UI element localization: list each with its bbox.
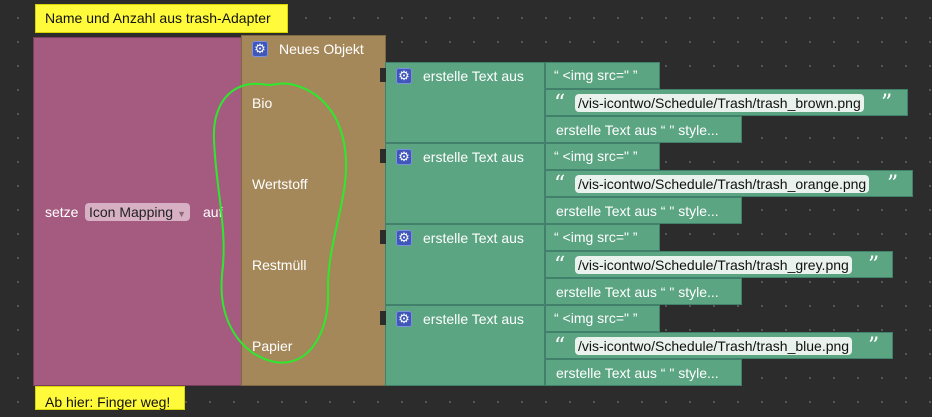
object-key-wertstoff: Wertstoff xyxy=(252,176,308,192)
path-text-field[interactable]: /vis-icontwo/Schedule/Trash/trash_grey.p… xyxy=(575,256,852,274)
quote-open-icon: “ xyxy=(554,334,566,359)
text-segment-style-label: erstelle Text aus “ " style... xyxy=(556,365,719,381)
quote-close-icon: ” xyxy=(887,172,899,197)
gear-icon[interactable]: ⚙ xyxy=(396,68,412,84)
new-object-block[interactable]: ⚙ Neues Objekt Bio Wertstoff Restmüll Pa… xyxy=(241,35,386,386)
text-segment-style[interactable]: erstelle Text aus “ " style... xyxy=(545,116,742,143)
connector-notch xyxy=(380,149,386,163)
text-segment-path[interactable]: “ /vis-icontwo/Schedule/Trash/trash_blue… xyxy=(545,332,893,359)
variable-name: Icon Mapping xyxy=(89,204,174,220)
quote-open-icon: “ xyxy=(554,172,566,197)
quote-close-icon: ” xyxy=(881,91,893,116)
connector-notch xyxy=(380,68,386,82)
create-text-title: erstelle Text aus xyxy=(423,311,524,327)
quote-open-icon: “ xyxy=(554,91,566,116)
text-segment-style[interactable]: erstelle Text aus “ " style... xyxy=(545,359,742,386)
text-segment-img[interactable]: “ <img src=" ” xyxy=(545,305,660,332)
create-text-title: erstelle Text aus xyxy=(423,68,524,84)
object-title: Neues Objekt xyxy=(279,41,364,57)
gear-icon[interactable]: ⚙ xyxy=(252,41,268,57)
quote-open-icon: “ xyxy=(554,253,566,278)
text-segment-img-label: “ <img src=" ” xyxy=(554,67,638,83)
text-segment-img-label: “ <img src=" ” xyxy=(554,229,638,245)
object-key-papier: Papier xyxy=(252,338,293,354)
comment-bottom-text: Ab hier: Finger weg! xyxy=(45,394,171,410)
connector-notch xyxy=(380,311,386,325)
gear-icon[interactable]: ⚙ xyxy=(396,149,412,165)
set-label: setze xyxy=(45,204,79,220)
gear-icon[interactable]: ⚙ xyxy=(396,311,412,327)
create-text-title: erstelle Text aus xyxy=(423,149,524,165)
connector-notch xyxy=(380,230,386,244)
text-segment-style-label: erstelle Text aus “ " style... xyxy=(556,284,719,300)
object-key-restmuell: Restmüll xyxy=(252,257,307,273)
set-variable-block[interactable]: setze Icon Mapping▼ auf xyxy=(33,37,242,386)
text-segment-path[interactable]: “ /vis-icontwo/Schedule/Trash/trash_brow… xyxy=(545,89,908,116)
path-text-field[interactable]: /vis-icontwo/Schedule/Trash/trash_brown.… xyxy=(575,94,864,112)
create-text-block[interactable]: ⚙ erstelle Text aus xyxy=(385,62,545,143)
text-segment-img-label: “ <img src=" ” xyxy=(554,310,638,326)
text-segment-img[interactable]: “ <img src=" ” xyxy=(545,62,660,89)
text-segment-img[interactable]: “ <img src=" ” xyxy=(545,143,660,170)
comment-bottom[interactable]: Ab hier: Finger weg! xyxy=(35,386,185,410)
comment-top[interactable]: Name und Anzahl aus trash-Adapter xyxy=(35,4,288,33)
text-segment-path[interactable]: “ /vis-icontwo/Schedule/Trash/trash_grey… xyxy=(545,251,893,278)
text-segment-img-label: “ <img src=" ” xyxy=(554,148,638,164)
text-segment-img[interactable]: “ <img src=" ” xyxy=(545,224,660,251)
create-text-block[interactable]: ⚙ erstelle Text aus xyxy=(385,224,545,305)
quote-close-icon: ” xyxy=(868,334,880,359)
create-text-block[interactable]: ⚙ erstelle Text aus xyxy=(385,143,545,224)
text-segment-style[interactable]: erstelle Text aus “ " style... xyxy=(545,278,742,305)
comment-top-text: Name und Anzahl aus trash-Adapter xyxy=(45,10,271,26)
text-segment-style-label: erstelle Text aus “ " style... xyxy=(556,203,719,219)
path-text-field[interactable]: /vis-icontwo/Schedule/Trash/trash_orange… xyxy=(575,175,870,193)
gear-icon[interactable]: ⚙ xyxy=(396,230,412,246)
variable-dropdown[interactable]: Icon Mapping▼ xyxy=(85,203,190,221)
text-segment-style[interactable]: erstelle Text aus “ " style... xyxy=(545,197,742,224)
object-key-bio: Bio xyxy=(252,95,273,111)
text-segment-style-label: erstelle Text aus “ " style... xyxy=(556,122,719,138)
quote-close-icon: ” xyxy=(868,253,880,278)
path-text-field[interactable]: /vis-icontwo/Schedule/Trash/trash_blue.p… xyxy=(575,337,853,355)
to-label: auf xyxy=(203,204,223,220)
text-segment-path[interactable]: “ /vis-icontwo/Schedule/Trash/trash_oran… xyxy=(545,170,913,197)
create-text-block[interactable]: ⚙ erstelle Text aus xyxy=(385,305,545,386)
dropdown-arrow-icon: ▼ xyxy=(177,209,186,219)
create-text-title: erstelle Text aus xyxy=(423,230,524,246)
